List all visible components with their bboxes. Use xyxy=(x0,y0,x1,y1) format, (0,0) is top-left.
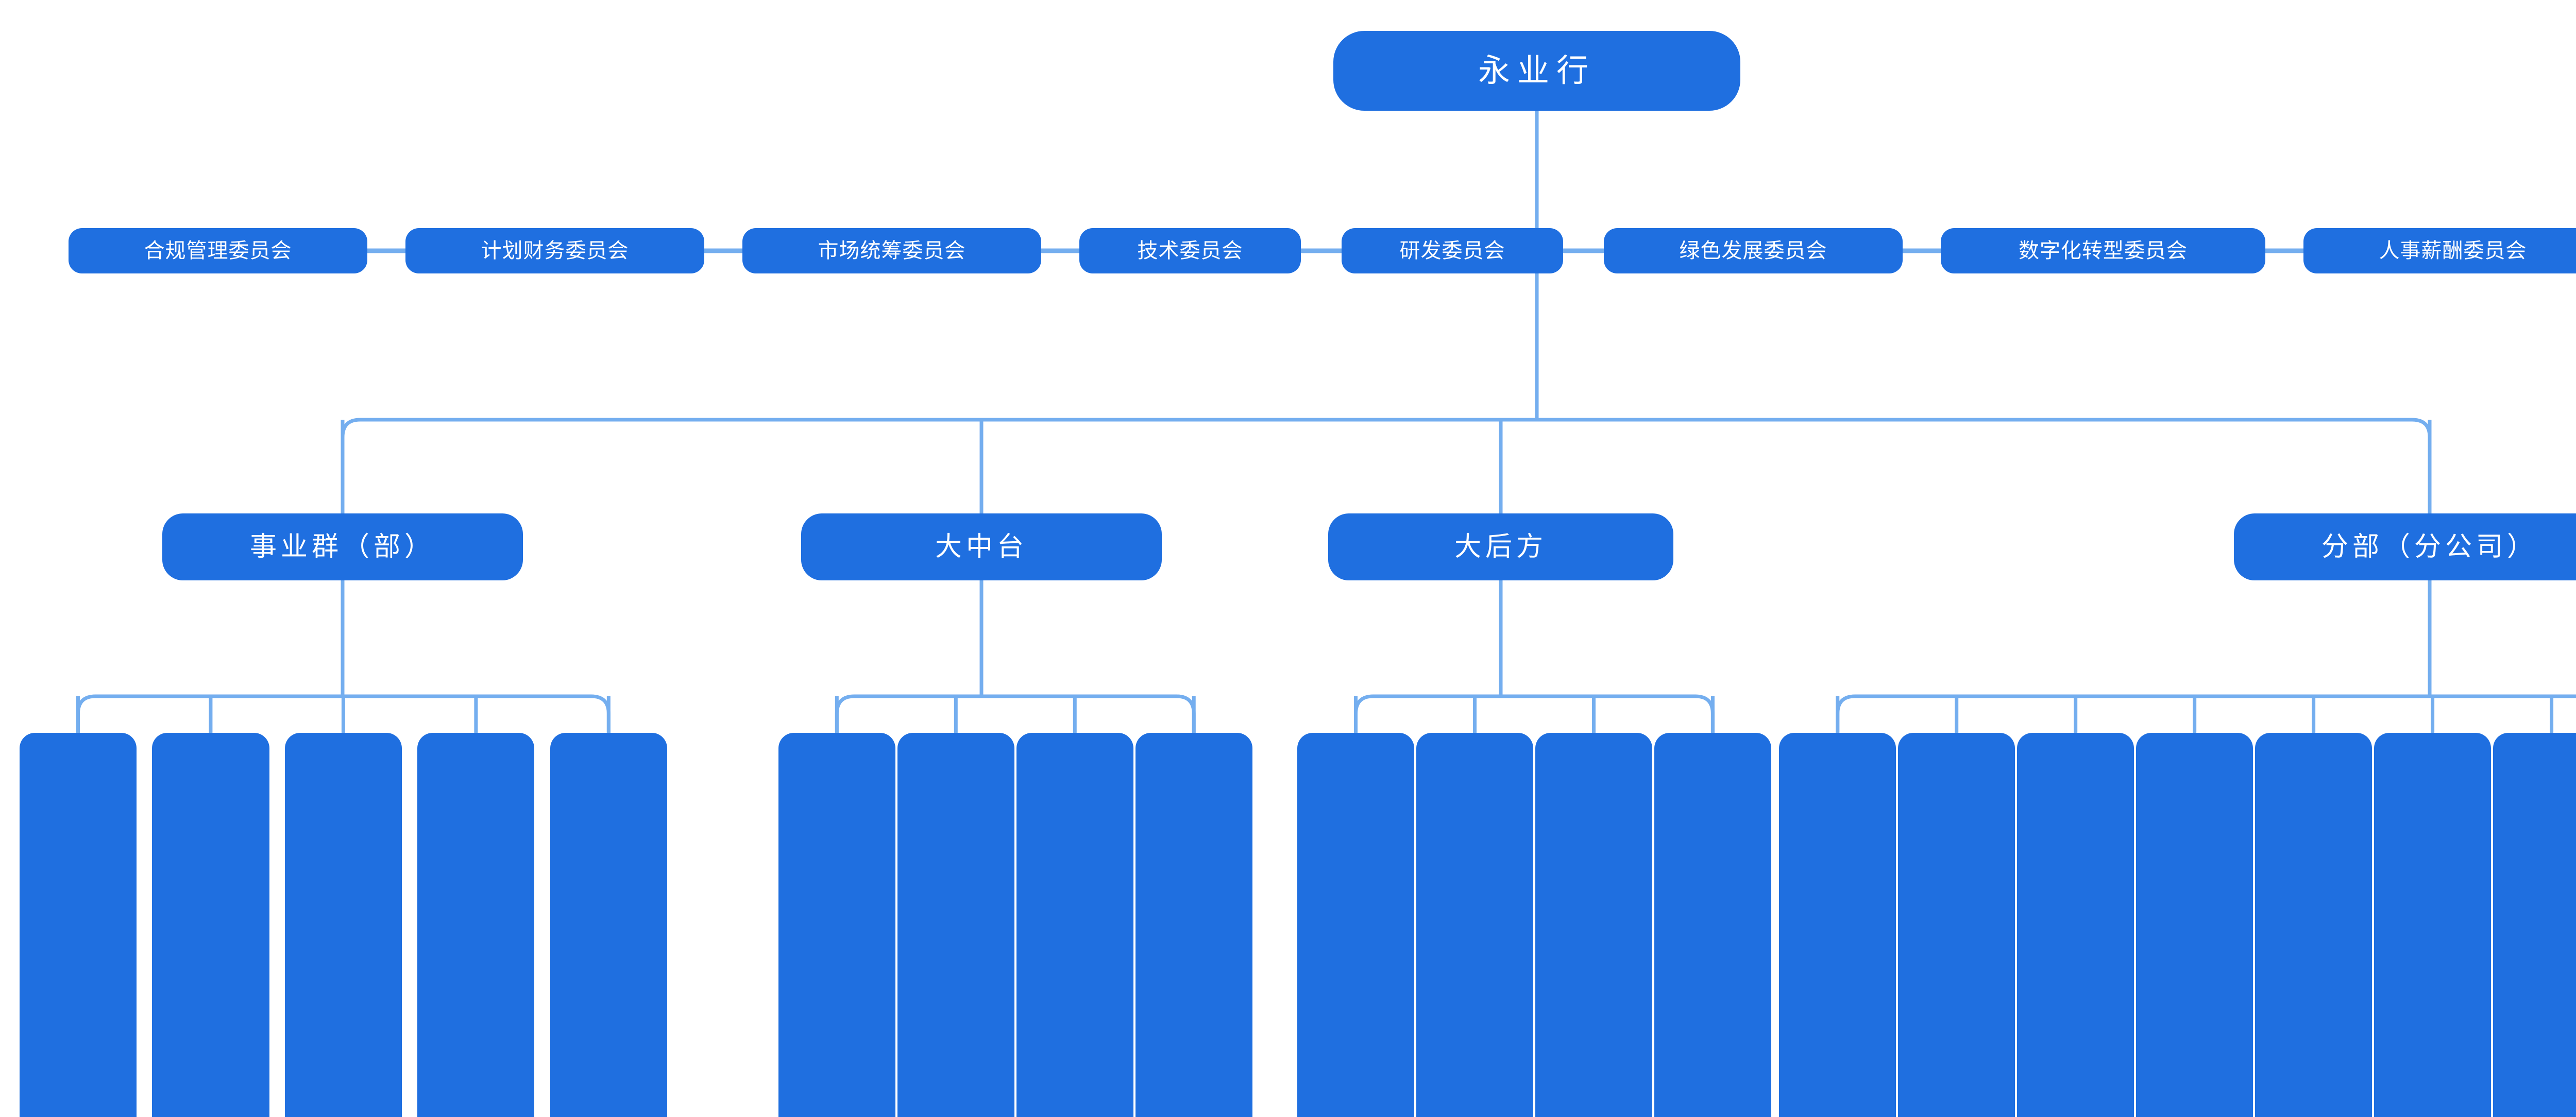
leaf-4-6[interactable]: 青海公司 xyxy=(2374,733,2492,1117)
leaf-1-4[interactable]: 城市更新事业群 xyxy=(417,733,535,1117)
leaf-3-3[interactable]: 暨监督检查部董事会办公室 xyxy=(1535,733,1653,1117)
leaf-4-1[interactable]: 北京业务总部 xyxy=(1779,733,1896,1117)
leaf-label-wrap: 资源利用事业群 xyxy=(152,744,269,1117)
committee-6[interactable]: 绿色发展委员会 xyxy=(1604,228,1903,273)
committee-7[interactable]: 数字化转型委员会 xyxy=(1941,228,2265,273)
leaf-2-2[interactable]: （碳中和研究中心）研究院 xyxy=(897,733,1014,1117)
leaf-label-wrap: 市场中心 xyxy=(1136,744,1252,1117)
leaf-2-3[interactable]: 智能公司 xyxy=(1016,733,1133,1117)
leaf-1-3[interactable]: 投资咨询事业群 xyxy=(284,733,402,1117)
leaf-label-wrap: 暨监督检查部董事会办公室 xyxy=(1535,744,1652,1117)
leaf-label-wrap: 城市更新事业群 xyxy=(417,744,534,1117)
leaf-label-wrap: 贵州分部 xyxy=(2255,744,2372,1117)
leaf-4-2[interactable]: 安徽公司 xyxy=(1898,733,2015,1117)
leaf-label-wrap: 行政综合部 xyxy=(1654,744,1771,1117)
committee-5[interactable]: 研发委员会 xyxy=(1342,228,1563,273)
leaf-label-wrap: 投资咨询事业群 xyxy=(285,744,402,1117)
leaf-label-wrap: （碳中和研究中心）研究院 xyxy=(897,744,1014,1117)
leaf-label-wrap: 广东分部 xyxy=(2017,744,2134,1117)
leaf-label-wrap: 青海公司 xyxy=(2374,744,2491,1117)
leaf-label-wrap: 安徽公司 xyxy=(1898,744,2015,1117)
committee-3[interactable]: 市场统筹委员会 xyxy=(742,228,1041,273)
leaf-label-wrap: 技术中心 xyxy=(778,744,895,1117)
leaf-label-wrap: 资产管理事业部 xyxy=(550,744,667,1117)
leaf-2-4[interactable]: 市场中心 xyxy=(1135,733,1252,1117)
committee-4[interactable]: 技术委员会 xyxy=(1079,228,1301,273)
leaf-4-3[interactable]: 广东分部 xyxy=(2017,733,2134,1117)
leaf-4-4[interactable]: 海南分部 xyxy=(2136,733,2253,1117)
leaf-4-5[interactable]: 贵州分部 xyxy=(2255,733,2372,1117)
leaf-label-wrap: 襄阳分部 xyxy=(2493,744,2576,1117)
group-1[interactable]: 事业群（部） xyxy=(162,513,523,580)
leaf-label-wrap: 北京业务总部 xyxy=(1779,744,1896,1117)
committee-2[interactable]: 计划财务委员会 xyxy=(405,228,704,273)
leaf-4-7[interactable]: 襄阳分部 xyxy=(2493,733,2576,1117)
leaf-3-2[interactable]: 组织人事部 xyxy=(1416,733,1534,1117)
leaf-1-2[interactable]: 资源利用事业群 xyxy=(152,733,269,1117)
group-4[interactable]: 分部（分公司） xyxy=(2234,513,2576,580)
leaf-label-wrap: 海南分部 xyxy=(2136,744,2253,1117)
group-3[interactable]: 大后方 xyxy=(1328,513,1673,580)
committee-1[interactable]: 合规管理委员会 xyxy=(69,228,367,273)
leaf-2-1[interactable]: 技术中心 xyxy=(778,733,895,1117)
leaf-3-1[interactable]: 计划财务中心 xyxy=(1297,733,1415,1117)
leaf-label-wrap: 资源环境事业群 xyxy=(20,744,137,1117)
root-node[interactable]: 永业行 xyxy=(1333,31,1740,111)
group-2[interactable]: 大中台 xyxy=(801,513,1162,580)
leaf-label-wrap: 智能公司 xyxy=(1016,744,1133,1117)
leaf-1-5[interactable]: 资产管理事业部 xyxy=(550,733,667,1117)
committee-8[interactable]: 人事薪酬委员会 xyxy=(2303,228,2576,273)
leaf-1-1[interactable]: 资源环境事业群 xyxy=(19,733,137,1117)
leaf-3-4[interactable]: 行政综合部 xyxy=(1654,733,1771,1117)
leaf-label-wrap: 计划财务中心 xyxy=(1297,744,1414,1117)
leaf-label-wrap: 组织人事部 xyxy=(1416,744,1533,1117)
